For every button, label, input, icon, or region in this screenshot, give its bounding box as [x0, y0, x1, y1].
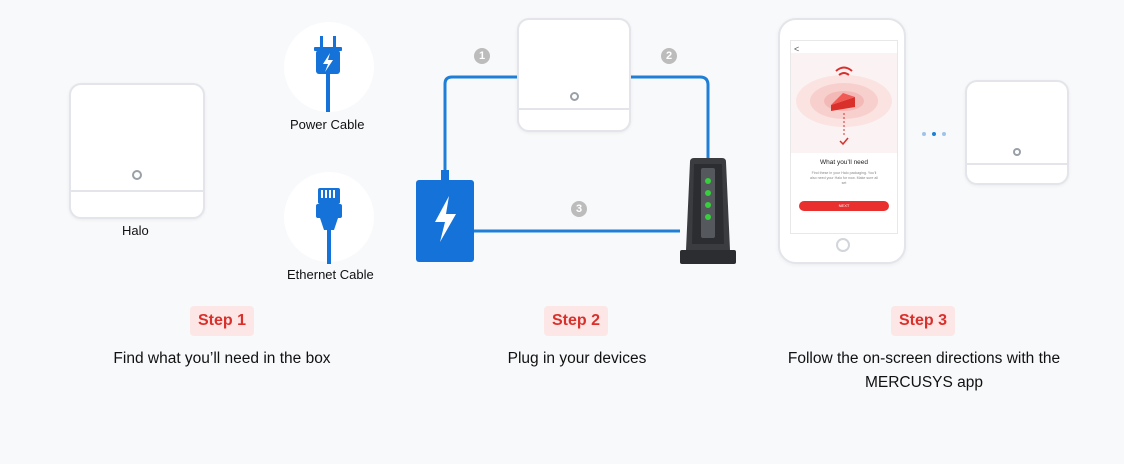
- step3-description-line2: MERCUSYS app: [864, 374, 983, 391]
- halo-led-dot: [1013, 148, 1021, 156]
- step2-description: Plug in your devices: [507, 350, 647, 367]
- ethernet-plug-icon: [316, 188, 342, 264]
- lightning-icon: [435, 196, 456, 242]
- progress-dot: [922, 132, 926, 136]
- step1-badge: Step 1: [190, 306, 255, 336]
- phone-back-icon: <: [794, 44, 800, 54]
- wifi-icon: [835, 66, 853, 72]
- step1-description: Find what you’ll need in the box: [113, 350, 331, 367]
- step2-badge: Step 2: [544, 306, 609, 336]
- halo-device-step2: [517, 18, 631, 132]
- halo-led-dot: [132, 170, 142, 180]
- ethernet-cable-label: Ethernet Cable: [287, 267, 374, 282]
- halo-label: Halo: [122, 223, 149, 238]
- connection-number-3: 3: [571, 201, 587, 217]
- phone-card-text-3: set: [841, 181, 847, 185]
- halo-base-line: [71, 190, 203, 192]
- progress-dot: [932, 132, 936, 136]
- halo-device-step3: [965, 80, 1069, 185]
- progress-dot: [942, 132, 946, 136]
- power-cable-label: Power Cable: [290, 117, 365, 132]
- phone-card-text-1: Find these in your Halo packaging. You’l…: [811, 171, 877, 175]
- halo-led-dot: [570, 92, 579, 101]
- phone-next-button[interactable]: NEXT: [799, 201, 889, 211]
- phone-card-text-2: also need your Halo for now. Make sure a…: [810, 176, 878, 180]
- phone-card-title: What you’ll need: [819, 159, 869, 166]
- phone-screen: < What you’ll need Find these in your Ha…: [790, 40, 898, 234]
- phone-hero-area: [791, 53, 897, 153]
- check-icon: [839, 137, 849, 146]
- phone-home-button: [836, 238, 850, 252]
- step3-description-line1: Follow the on-screen directions with the: [787, 350, 1061, 367]
- halo-base-line: [967, 163, 1067, 165]
- power-plug-icon: [314, 36, 342, 112]
- halo-base-line: [519, 108, 629, 110]
- step3-badge: Step 3: [891, 306, 956, 336]
- connection-number-1: 1: [474, 48, 490, 64]
- signal-rings: [796, 66, 892, 146]
- phone-mockup: < What you’ll need Find these in your Ha…: [778, 18, 906, 264]
- halo-device-step1: [69, 83, 205, 219]
- modem-icon: [680, 158, 736, 264]
- connection-number-2: 2: [661, 48, 677, 64]
- progress-dots: [922, 123, 952, 141]
- power-adapter-icon: [416, 170, 474, 262]
